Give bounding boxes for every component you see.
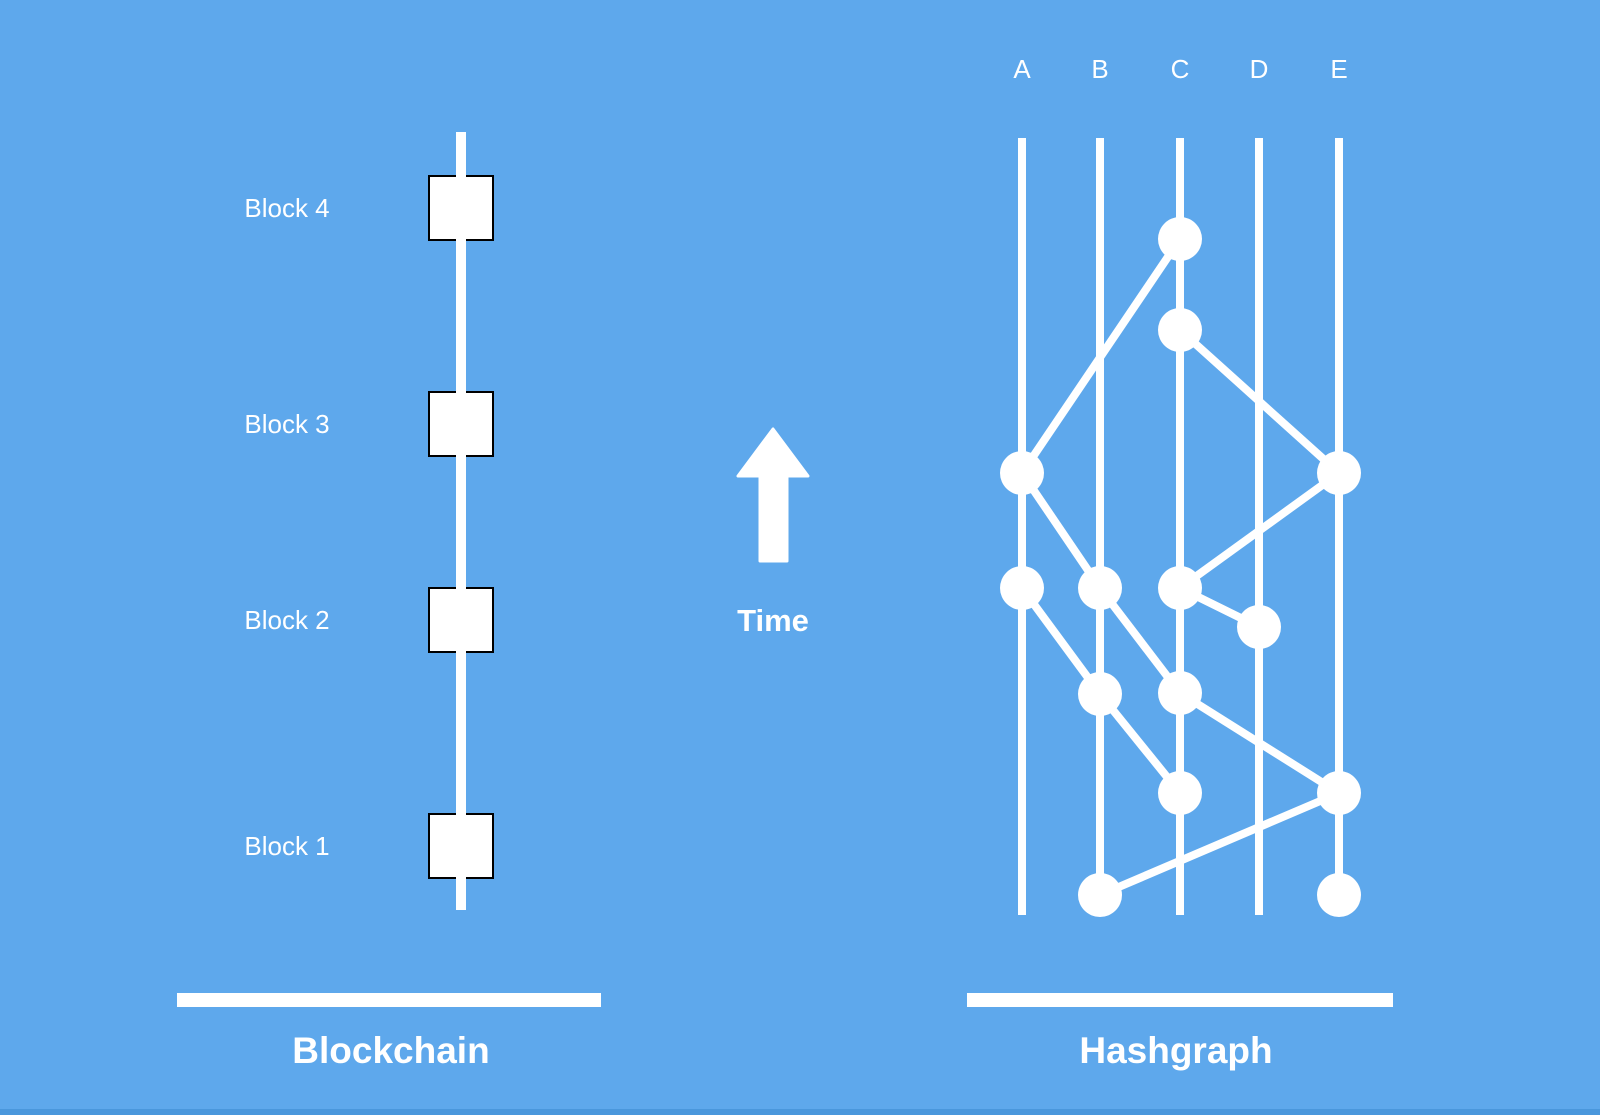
time-panel: Time	[736, 427, 810, 638]
hashgraph-edge-E1-C3	[1177, 469, 1342, 592]
hashgraph-event-C1	[1158, 217, 1202, 261]
hashgraph-event-C3	[1158, 566, 1202, 610]
time-up-arrow-icon	[736, 427, 810, 563]
hashgraph-event-A1	[1000, 451, 1044, 495]
blockchain-divider	[177, 993, 601, 1007]
block-square-1	[428, 813, 494, 879]
block-square-2	[428, 587, 494, 653]
bottom-strip	[0, 1109, 1600, 1115]
block-square-4	[428, 175, 494, 241]
hashgraph-event-A2	[1000, 566, 1044, 610]
hashgraph-event-D1	[1237, 605, 1281, 649]
hashgraph-event-C4	[1158, 671, 1202, 715]
hashgraph-member-label-B: B	[1091, 54, 1108, 84]
time-label: Time	[737, 603, 809, 638]
hashgraph-divider	[967, 993, 1393, 1007]
hashgraph-edge-B1-C4	[1096, 585, 1184, 696]
block-label-2: Block 2	[244, 605, 329, 635]
hashgraph-edge-C4-E2	[1177, 689, 1342, 797]
blockchain-title: Blockchain	[292, 1030, 489, 1071]
hashgraph-event-B2	[1078, 672, 1122, 716]
hashgraph-edge-C2-E1	[1177, 327, 1342, 476]
hashgraph-event-B1	[1078, 566, 1122, 610]
hashgraph-member-label-E: E	[1330, 54, 1347, 84]
hashgraph-event-E3	[1317, 873, 1361, 917]
hashgraph-member-label-C: C	[1171, 54, 1190, 84]
block-label-1: Block 1	[244, 831, 329, 861]
hashgraph-edge-A1-B1	[1018, 470, 1104, 591]
hashgraph-event-C2	[1158, 308, 1202, 352]
hashgraph-event-C5	[1158, 771, 1202, 815]
block-label-4: Block 4	[244, 193, 329, 223]
block-square-3	[428, 391, 494, 457]
hashgraph-edge-C1-A1	[1018, 236, 1184, 476]
hashgraph-member-label-A: A	[1013, 54, 1031, 84]
block-label-3: Block 3	[244, 409, 329, 439]
hashgraph-edge-B3-E2	[1098, 789, 1341, 899]
hashgraph-panel: A B C D E Hashgraph	[967, 54, 1393, 1071]
blockchain-panel: Block 4 Block 3 Block 2 Block 1 Blockchain	[177, 132, 601, 1071]
hashgraph-member-label-D: D	[1250, 54, 1269, 84]
hashgraph-event-E1	[1317, 451, 1361, 495]
hashgraph-title: Hashgraph	[1079, 1030, 1272, 1071]
hashgraph-event-E2	[1317, 771, 1361, 815]
hashgraph-event-B3	[1078, 873, 1122, 917]
